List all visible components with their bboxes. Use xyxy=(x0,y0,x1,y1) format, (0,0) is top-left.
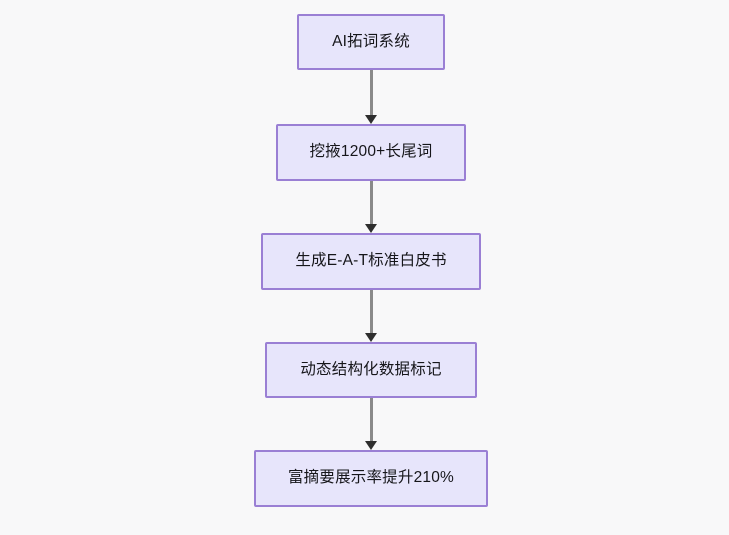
connector-line xyxy=(369,181,373,224)
arrowhead-down-icon xyxy=(365,224,377,233)
flow-node-generate-eat-whitepaper[interactable]: 生成E-A-T标准白皮书 xyxy=(261,233,481,290)
flow-node-dynamic-structured-data-markup[interactable]: 动态结构化数据标记 xyxy=(265,342,477,398)
flow-connector-1 xyxy=(361,70,381,124)
flow-connector-4 xyxy=(361,398,381,450)
flow-node-rich-snippet-rate-increase[interactable]: 富摘要展示率提升210% xyxy=(254,450,488,507)
connector-line xyxy=(369,290,373,333)
flow-node-label: 动态结构化数据标记 xyxy=(300,360,442,378)
arrowhead-down-icon xyxy=(365,333,377,342)
flow-node-label: 生成E-A-T标准白皮书 xyxy=(295,252,447,270)
flow-node-label: 富摘要展示率提升210% xyxy=(287,469,455,487)
flow-node-label: AI拓词系统 xyxy=(332,32,410,50)
flow-node-ai-keyword-system[interactable]: AI拓词系统 xyxy=(297,14,445,70)
flow-node-label: 挖掖1200+长尾词 xyxy=(309,143,433,161)
flow-connector-2 xyxy=(361,181,381,233)
arrowhead-down-icon xyxy=(365,115,377,124)
connector-line xyxy=(369,398,373,441)
flow-node-mine-longtail-keywords[interactable]: 挖掖1200+长尾词 xyxy=(276,124,466,181)
connector-line xyxy=(369,70,373,115)
flow-connector-3 xyxy=(361,290,381,342)
arrowhead-down-icon xyxy=(365,441,377,450)
